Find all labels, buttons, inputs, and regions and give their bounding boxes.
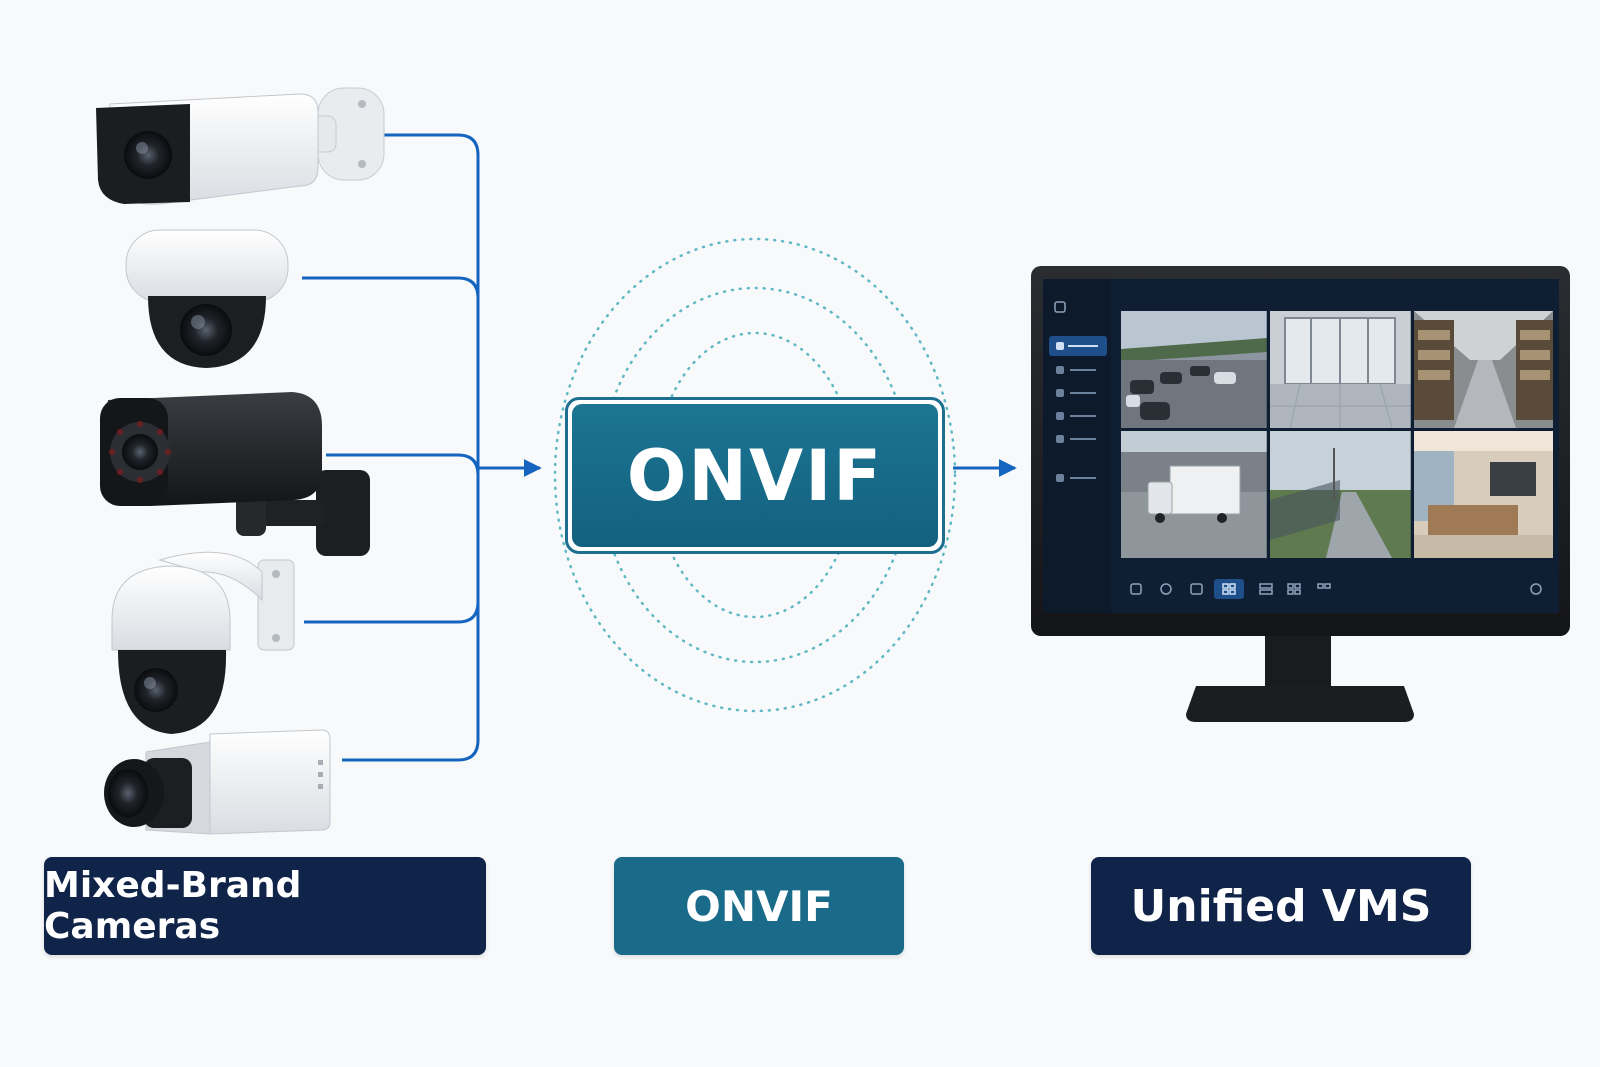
camera-icon (1190, 583, 1203, 595)
loading-dock-feed (1121, 431, 1267, 558)
home-icon (1130, 583, 1142, 595)
reception-feed (1414, 431, 1553, 558)
connector-dome (302, 276, 480, 299)
grid-2x2-icon-bg (1214, 579, 1244, 599)
target-icon (1160, 583, 1172, 595)
list-icon (1259, 583, 1273, 595)
box-camera-white (104, 729, 331, 835)
warehouse-feed (1414, 311, 1553, 428)
connector-ptz (304, 601, 480, 624)
grid-small-icon (1317, 583, 1331, 589)
onvif-protocol-box: ONVIF (565, 397, 945, 554)
cameras-label: Mixed-Brand Cameras (44, 857, 486, 955)
signal-ring-outer (553, 237, 957, 713)
lobby-feed (1270, 311, 1411, 429)
bullet-camera-white (96, 87, 385, 205)
vms-label: Unified VMS (1091, 857, 1471, 955)
onvif-box-title: ONVIF (572, 404, 938, 547)
monitor (1031, 266, 1570, 722)
connector-lines (302, 133, 520, 762)
vms-video-grid[interactable] (1121, 311, 1553, 558)
protocol-label: ONVIF (614, 857, 904, 955)
connector-bullet-black (326, 453, 480, 476)
parking-lot-feed (1121, 311, 1267, 428)
vms-sidebar[interactable] (1043, 279, 1111, 613)
ptz-camera-white (111, 551, 295, 734)
vms-toolbar[interactable] (1130, 579, 1542, 599)
info-icon (1530, 583, 1542, 595)
grid-4-icon (1287, 583, 1301, 595)
connector-bullet-white (342, 133, 480, 762)
grid-2x2-icon (1222, 583, 1236, 595)
bullet-camera-black (100, 392, 370, 556)
vms-sidebar-logo (1054, 301, 1066, 313)
dome-camera-white (125, 229, 289, 368)
fence-perimeter-feed (1270, 431, 1411, 558)
